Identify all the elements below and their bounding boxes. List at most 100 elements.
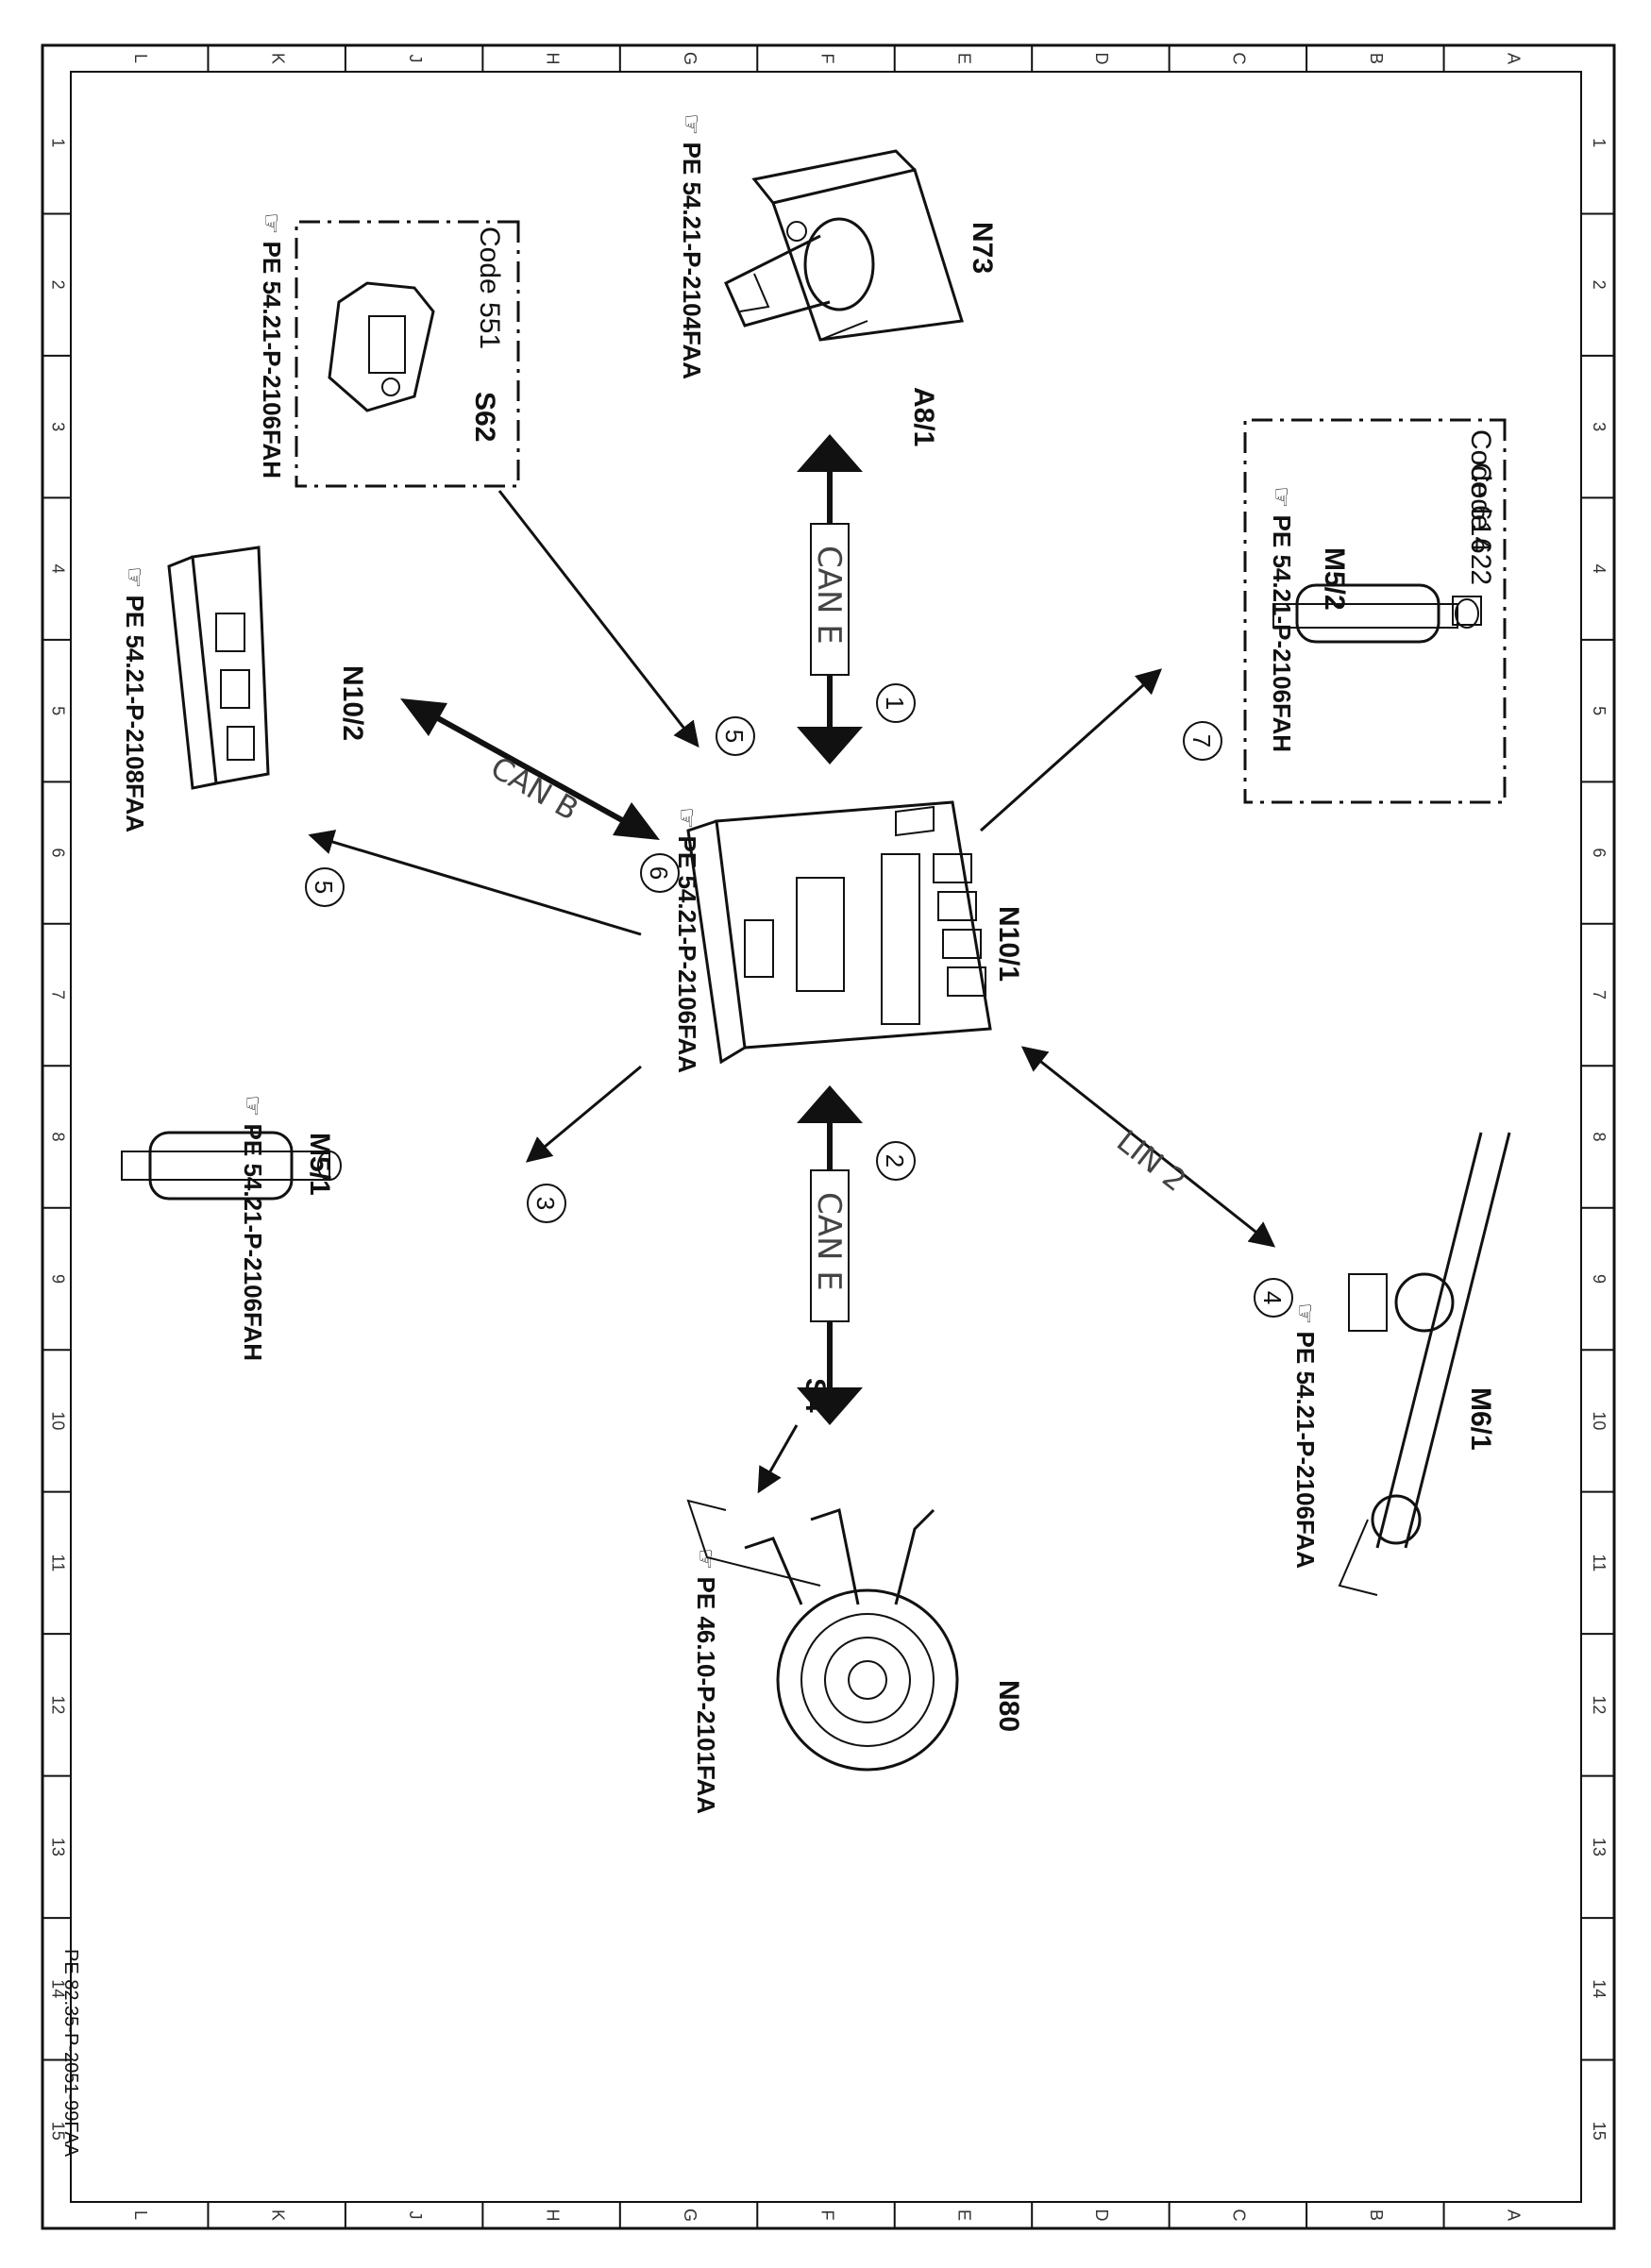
marker-7-text: 7 bbox=[1188, 734, 1216, 748]
grid-row-label-left: 12 bbox=[48, 1695, 67, 1714]
n73-ref-text: PE 54.21-P-2104FAA bbox=[678, 143, 706, 380]
marker-6-text: 6 bbox=[645, 866, 673, 880]
s62-label: S62 bbox=[469, 392, 500, 442]
grid-row-label-left: 15 bbox=[48, 2122, 67, 2141]
n101-ref-text: PE 54.21-P-2106FAA bbox=[673, 836, 701, 1074]
grid-col-label-bottom: B bbox=[1367, 2209, 1386, 2221]
grid-row-label-right: 3 bbox=[1590, 422, 1609, 431]
grid-col-label-bottom: D bbox=[1092, 2209, 1111, 2222]
m51-group: M5/1 ☞ PE 54.21-P-2106FAH bbox=[121, 1095, 342, 1361]
arrow-n101-to-n102 bbox=[308, 830, 642, 936]
n102-module-icon bbox=[167, 546, 270, 790]
lin-2-label: LIN 2 bbox=[1110, 1123, 1193, 1199]
a81-label: A8/1 bbox=[908, 387, 939, 446]
grid-col-label-top: D bbox=[1092, 53, 1111, 65]
n101-module-icon bbox=[686, 800, 992, 1065]
marker-3: 3 bbox=[527, 1184, 566, 1223]
grid-col-label-top: B bbox=[1367, 53, 1386, 64]
marker-5-upper: 5 bbox=[716, 716, 755, 756]
m51-label: M5/1 bbox=[304, 1133, 335, 1196]
grid-row-label-right: 1 bbox=[1590, 138, 1609, 147]
grid-row-label-right: 15 bbox=[1590, 2122, 1609, 2141]
grid-row-label-right: 6 bbox=[1590, 848, 1609, 858]
s62-code-box bbox=[295, 220, 520, 488]
grid-col-label-bottom: A bbox=[1505, 2209, 1524, 2221]
grid-col-label-bottom: E bbox=[955, 2209, 974, 2221]
m52-code-box bbox=[1243, 418, 1507, 804]
m52-group: Code 614 Code 622 M5/2 ☞ PE 54.21-P-2106… bbox=[1243, 418, 1507, 804]
marker-5-lower: 5 bbox=[305, 867, 345, 907]
n102-group: N10/2 ☞ PE 54.21-P-2108FAA bbox=[121, 546, 368, 832]
m51-ref-text: PE 54.21-P-2106FAH bbox=[239, 1124, 267, 1361]
grid-row-label-right: 13 bbox=[1590, 1838, 1609, 1856]
grid-row-label-right: 5 bbox=[1590, 706, 1609, 715]
grid-col-label-top: F bbox=[817, 54, 836, 64]
grid-row-label-left: 10 bbox=[48, 1411, 67, 1430]
can-e-bottom-arrowhead-left bbox=[797, 1085, 863, 1123]
can-e-bottom-label-box bbox=[810, 1169, 850, 1322]
n101-label: N10/1 bbox=[993, 906, 1024, 982]
grid-row-label-right: 4 bbox=[1590, 564, 1609, 574]
rotated-content: N73 A8/1 ☞ PE 54.21-P-2104FAA Code 551 S… bbox=[60, 113, 1511, 2158]
m51-motor-icon bbox=[121, 1131, 342, 1201]
n102-ref-text: PE 54.21-P-2108FAA bbox=[121, 596, 149, 833]
can-b-line bbox=[417, 705, 643, 833]
grid-row-label-left: 13 bbox=[48, 1838, 67, 1856]
can-b-connection: CAN B bbox=[400, 698, 660, 840]
can-e-top-connection: CAN E bbox=[797, 434, 863, 764]
marker-7: 7 bbox=[1183, 721, 1222, 761]
n80-label: N80 bbox=[993, 1680, 1024, 1732]
n73-ignition-switch: N73 A8/1 ☞ PE 54.21-P-2104FAA bbox=[678, 113, 998, 446]
n102-ref: ☞ PE 54.21-P-2108FAA bbox=[121, 566, 149, 832]
inner-frame bbox=[70, 71, 1582, 2203]
grid-row-label-left: 11 bbox=[48, 1554, 67, 1572]
grid-row-label-left: 9 bbox=[48, 1274, 67, 1284]
wiper-linkage-icon bbox=[1338, 1132, 1511, 1596]
marker-4: 4 bbox=[1254, 1278, 1293, 1318]
marker-3-text: 3 bbox=[531, 1197, 560, 1210]
grid-row-label-left: 2 bbox=[48, 280, 67, 290]
can-e-bottom-arrowhead-right bbox=[797, 1387, 863, 1425]
grid-col-label-bottom: H bbox=[543, 2209, 562, 2222]
m52-label: M5/2 bbox=[1319, 547, 1350, 611]
m52-motor-icon bbox=[1272, 583, 1482, 644]
steering-column-module-icon bbox=[686, 1499, 959, 1772]
can-b-label: CAN B bbox=[484, 749, 584, 828]
grid-row-label-left: 3 bbox=[48, 422, 67, 431]
n80-ref-text: PE 46.10-P-2101FAA bbox=[692, 1577, 720, 1815]
n101-ref: ☞ PE 54.21-P-2106FAA bbox=[673, 807, 701, 1073]
grid-row-label-left: 6 bbox=[48, 848, 67, 858]
can-e-top-label: CAN E bbox=[810, 546, 848, 645]
grid-col-label-top: K bbox=[268, 53, 287, 64]
n102-label: N10/2 bbox=[337, 665, 368, 741]
can-e-bottom-connection: CAN E bbox=[797, 1085, 863, 1425]
grid-col-label-top: L bbox=[131, 54, 150, 63]
ignition-switch-icon bbox=[724, 149, 964, 342]
m52-code-note-1: Code 614 bbox=[1465, 429, 1496, 552]
arrow-s62-to-n101 bbox=[497, 490, 699, 748]
grid-row-label-left: 7 bbox=[48, 990, 67, 1000]
s62-ref: ☞ PE 54.21-P-2106FAH bbox=[258, 212, 286, 479]
can-b-arrowhead-right bbox=[613, 802, 660, 840]
m52-ref: ☞ PE 54.21-P-2106FAH bbox=[1268, 486, 1296, 752]
grid-col-label-bottom: F bbox=[817, 2210, 836, 2221]
grid-col-label-top: H bbox=[543, 53, 562, 65]
can-b-arrowhead-left bbox=[400, 698, 447, 736]
grid-row-label-right: 14 bbox=[1590, 1979, 1609, 1998]
grid-col-label-bottom: L bbox=[131, 2210, 150, 2220]
s62-ref-text: PE 54.21-P-2106FAH bbox=[258, 242, 286, 479]
grid-ticks bbox=[42, 45, 1614, 2228]
grid-row-label-right: 8 bbox=[1590, 1132, 1609, 1141]
grid-col-label-top: A bbox=[1505, 53, 1524, 64]
marker-1-text: 1 bbox=[881, 697, 909, 710]
grid-col-label-top: E bbox=[955, 53, 974, 64]
can-e-bottom-label: CAN E bbox=[810, 1192, 848, 1291]
m61-label: M6/1 bbox=[1465, 1387, 1496, 1451]
n80-ref: ☞ PE 46.10-P-2101FAA bbox=[692, 1548, 720, 1814]
grid-row-label-right: 7 bbox=[1590, 990, 1609, 1000]
grid-col-label-top: J bbox=[406, 55, 425, 63]
marker-6: 6 bbox=[640, 853, 680, 893]
n73-ref: ☞ PE 54.21-P-2104FAA bbox=[678, 113, 706, 379]
grid-row-label-left: 4 bbox=[48, 564, 67, 574]
